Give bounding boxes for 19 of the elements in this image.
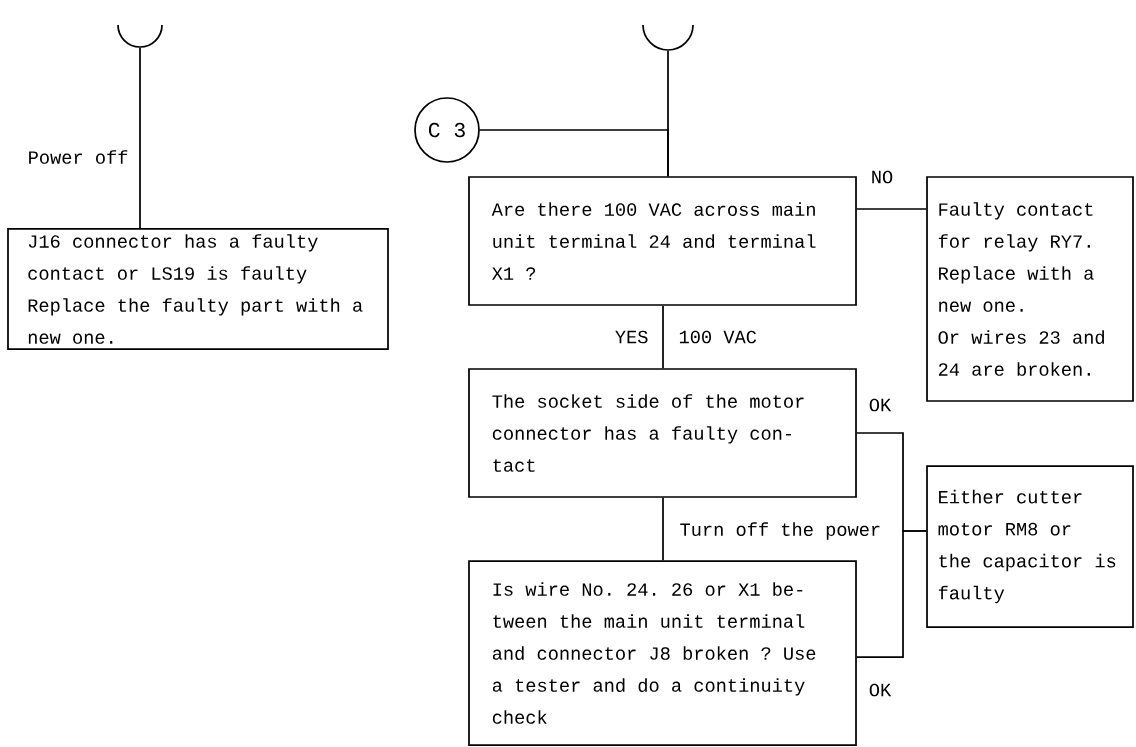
connector-line: [662, 305, 664, 369]
edge-label: Turn off the power: [676, 519, 884, 543]
process-box: Is wire No. 24. 26 or X1 be- tween the main unit terminal and connector J8 broken ? Use a tester and do a continuity check: [468, 560, 857, 746]
edge-label: YES: [612, 328, 652, 346]
line-label: 100 VAC: [675, 328, 760, 346]
edge-label: OK: [866, 396, 894, 414]
process-box: The socket side of the motor connector has a faulty con- tact: [468, 368, 857, 498]
edge-label: Power off: [25, 147, 132, 167]
connector-line: [856, 530, 927, 658]
process-box: Faulty contact for relay RY7. Replace with a new one. Or wires 23 and 24 are broken.: [926, 176, 1134, 402]
connector-line: [139, 47, 141, 229]
process-box: Are there 100 VAC across main unit terminal 24 and terminal X1 ?: [468, 176, 857, 306]
edge-label: NO: [868, 168, 896, 186]
process-box: J16 connector has a faulty contact or LS19 is faulty Replace the faulty part with a new one.: [7, 227, 389, 351]
connector-line: [479, 129, 669, 177]
edge-label: OK: [866, 681, 894, 699]
connector-line: [662, 497, 664, 561]
process-box: Either cutter motor RM8 or the capacitor is faulty: [926, 465, 1134, 628]
connector-line: [856, 208, 927, 210]
